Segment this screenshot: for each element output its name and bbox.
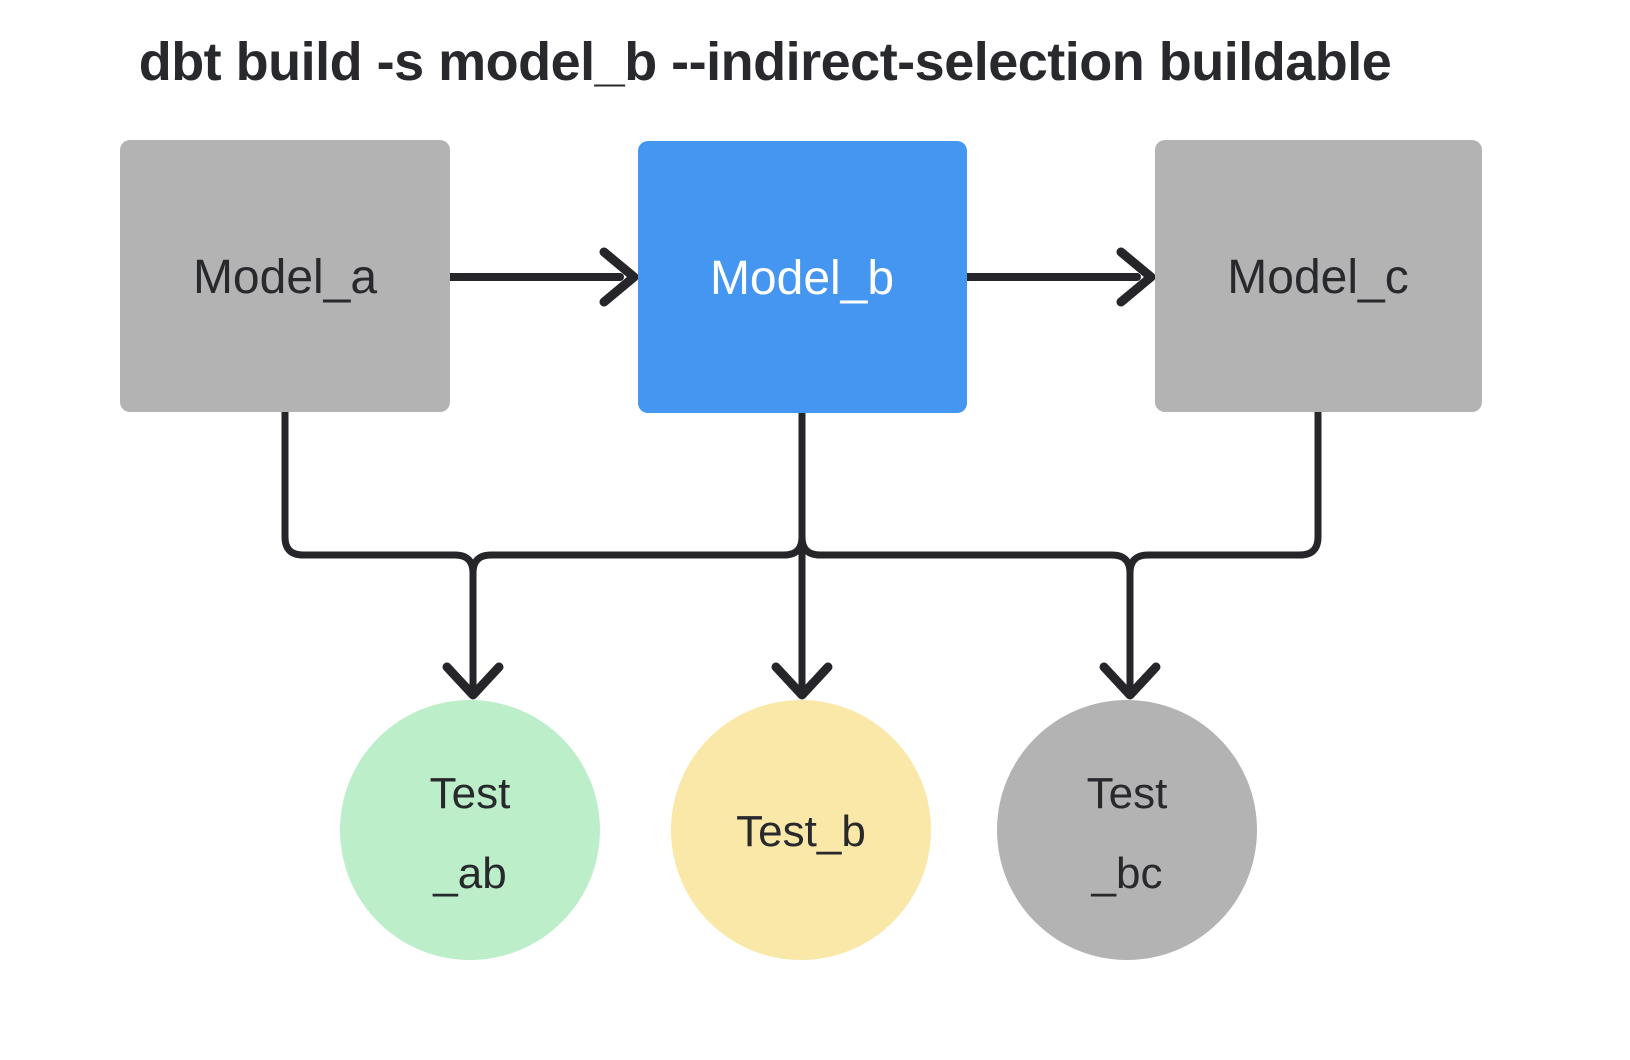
model-a-label: Model_a <box>193 251 377 304</box>
test-bc-circle <box>997 700 1257 960</box>
model-c-box <box>1155 140 1482 412</box>
arrow-down-icon <box>1099 662 1161 700</box>
node-model-a: Model_a <box>120 140 450 412</box>
arrow-right-icon <box>1116 247 1156 307</box>
model-a-box <box>120 140 450 412</box>
node-test-ab: Test _ab <box>340 700 600 960</box>
arrow-down-icon <box>771 662 833 700</box>
edge-model-b-to-test-ab <box>469 410 806 690</box>
model-b-box <box>638 141 967 413</box>
model-c-label: Model_c <box>1227 251 1408 304</box>
test-bc-label-line2: _bc <box>1091 849 1163 898</box>
edge-model-b-to-test-bc <box>798 410 1134 690</box>
arrow-down-icon <box>442 662 504 700</box>
edge-model-c-to-test-bc <box>1126 408 1322 690</box>
model-b-label: Model_b <box>710 252 894 305</box>
node-test-b: Test_b <box>671 700 931 960</box>
edge-model-a-to-test-ab <box>281 408 477 690</box>
test-b-label: Test_b <box>736 807 866 856</box>
test-ab-circle <box>340 700 600 960</box>
arrow-right-icon <box>599 247 639 307</box>
test-ab-label-line1: Test <box>430 769 511 818</box>
edge-model-b-to-model-c <box>963 247 1156 307</box>
node-model-c: Model_c <box>1155 140 1482 412</box>
node-model-b: Model_b <box>638 141 967 413</box>
edge-model-a-to-model-b <box>446 247 639 307</box>
diagram-title: dbt build -s model_b --indirect-selectio… <box>139 32 1392 92</box>
test-bc-label-line1: Test <box>1087 769 1168 818</box>
test-b-circle <box>671 700 931 960</box>
test-ab-label-line2: _ab <box>432 849 506 898</box>
node-test-bc: Test _bc <box>997 700 1257 960</box>
